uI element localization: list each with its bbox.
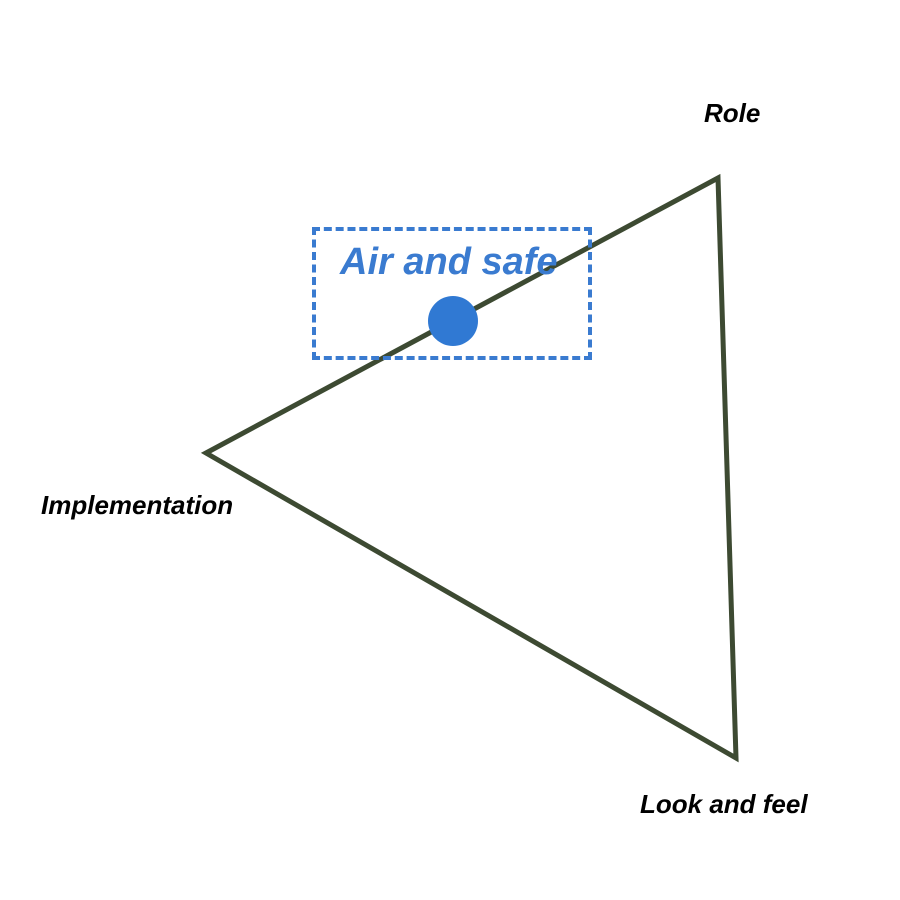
vertex-label-look-and-feel: Look and feel: [640, 789, 808, 819]
vertex-label-role: Role: [704, 98, 761, 128]
vertex-label-implementation: Implementation: [41, 490, 234, 520]
highlight-region-box: [312, 227, 592, 360]
highlight-region-label: Air and safe: [340, 241, 558, 283]
position-marker: [428, 296, 478, 346]
